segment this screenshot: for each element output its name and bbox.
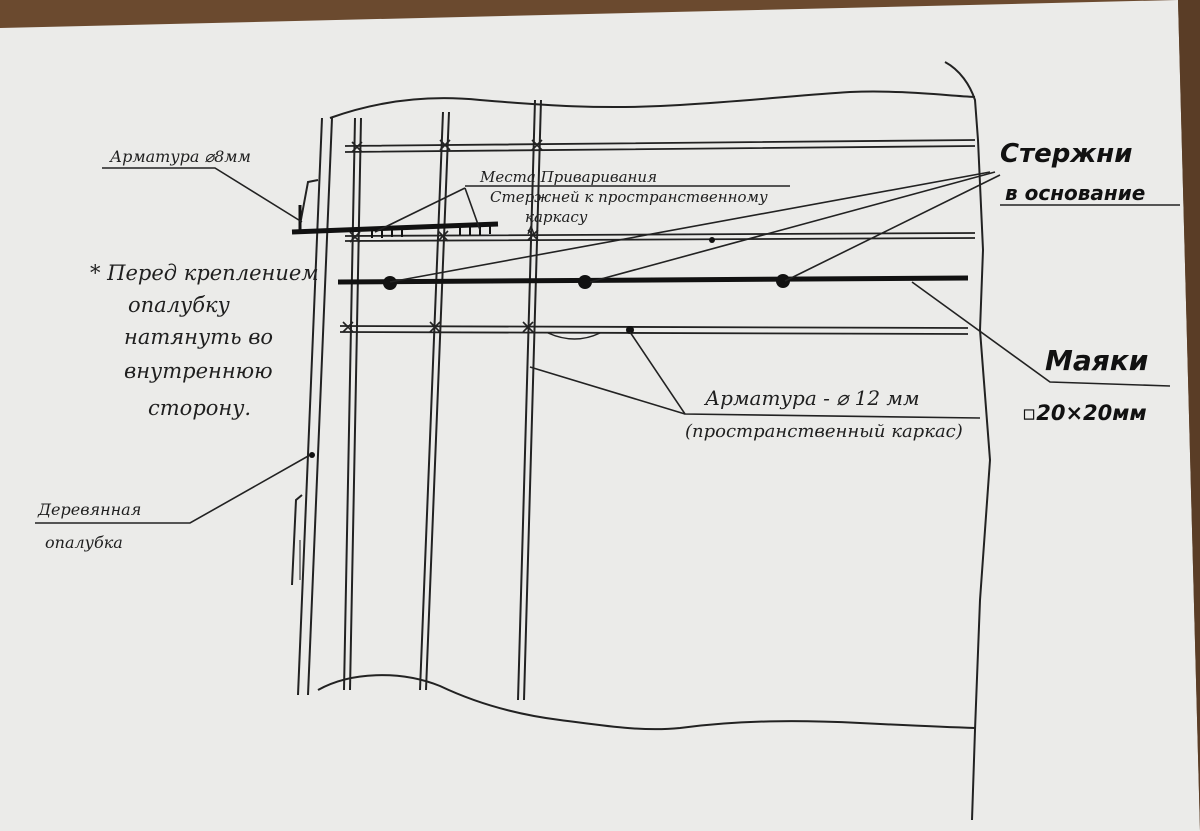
label-rods: Стержни [1000,139,1132,169]
rebar-dot [626,326,634,334]
label-beacons-size: ▫20×20мм [1022,401,1147,425]
label-wooden: Деревянная [37,500,141,519]
note-line-5: сторону. [148,396,251,420]
label-weld-places-2: Стержней к пространственному [490,188,768,206]
label-spatial-cage: (пространственный каркас) [685,421,963,442]
leader-dot [309,452,315,458]
note-line-2: опалубку [128,293,231,317]
leader-lines [35,167,1180,524]
weld-cross-marks [342,139,543,333]
beacon-rod [337,274,969,290]
table-edge [1178,0,1200,831]
label-beacons: Маяки [1045,344,1148,377]
note-line-4: внутреннюю [124,359,273,383]
rebar-8mm-rod [291,205,499,238]
bottom-break-line [317,674,976,731]
wooden-formwork [291,117,333,696]
top-break-line [329,90,976,119]
vertical-rebars [343,99,542,701]
label-formwork: опалубка [45,533,123,552]
rebar-dot [709,237,715,243]
label-weld-places: Места Приваривания [479,168,657,186]
label-weld-places-3: каркасу [525,208,588,226]
weld-mark [527,224,535,235]
label-rebar-8mm: Арматура ⌀8мм [109,147,251,166]
label-rebar-12mm: Арматура - ⌀ 12 мм [703,386,920,410]
note-line-1: * Перед креплением [90,261,319,285]
right-break-line [944,61,992,821]
tie-arc [547,332,601,340]
note-line-3: натянуть во [124,325,273,349]
horizontal-rebars [339,139,976,335]
label-rods-base: в основание [1005,181,1145,205]
